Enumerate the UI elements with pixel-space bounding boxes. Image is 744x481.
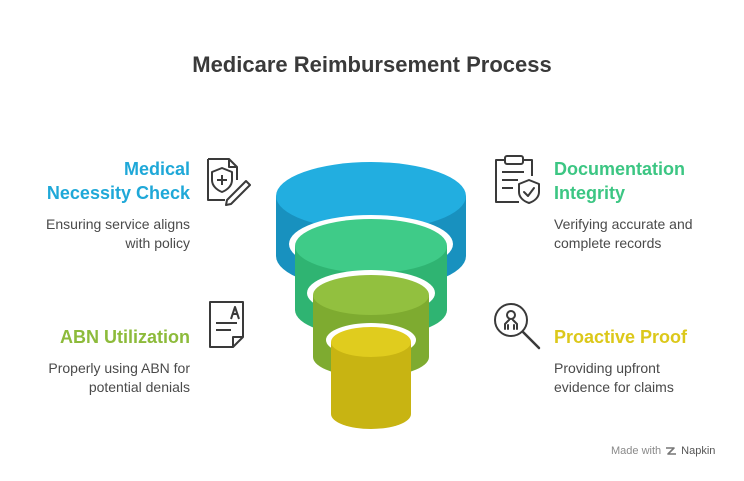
stage-heading-abn-utilization: ABN Utilization	[60, 327, 190, 347]
funnel-layer-4	[326, 323, 416, 429]
stage-heading-documentation-integrity: Documentation Integrity	[554, 159, 686, 203]
stage-description-documentation-integrity: Verifying accurate and complete records	[554, 216, 693, 251]
stage-description-abn-utilization: Properly using ABN for potential denials	[48, 360, 190, 395]
clipboard-shield-icon	[495, 155, 540, 204]
form-document-icon	[209, 301, 244, 348]
made-with-napkin-badge: Made with Napkin	[611, 445, 715, 457]
napkin-logo-icon	[666, 447, 677, 455]
magnify-search-icon	[494, 303, 541, 350]
medical-document-icon	[207, 158, 251, 206]
stage-heading-proactive-proof: Proactive Proof	[554, 327, 688, 347]
stage-heading-medical-necessity: Medical Necessity Check	[46, 159, 190, 203]
napkin-brand-label: Napkin	[681, 445, 716, 457]
diagram-title: Medicare Reimbursement Process	[192, 52, 552, 77]
stage-description-proactive-proof: Providing upfront evidence for claims	[554, 360, 674, 395]
made-with-label: Made with	[611, 445, 662, 457]
stage-description-medical-necessity: Ensuring service aligns with policy	[46, 216, 190, 251]
